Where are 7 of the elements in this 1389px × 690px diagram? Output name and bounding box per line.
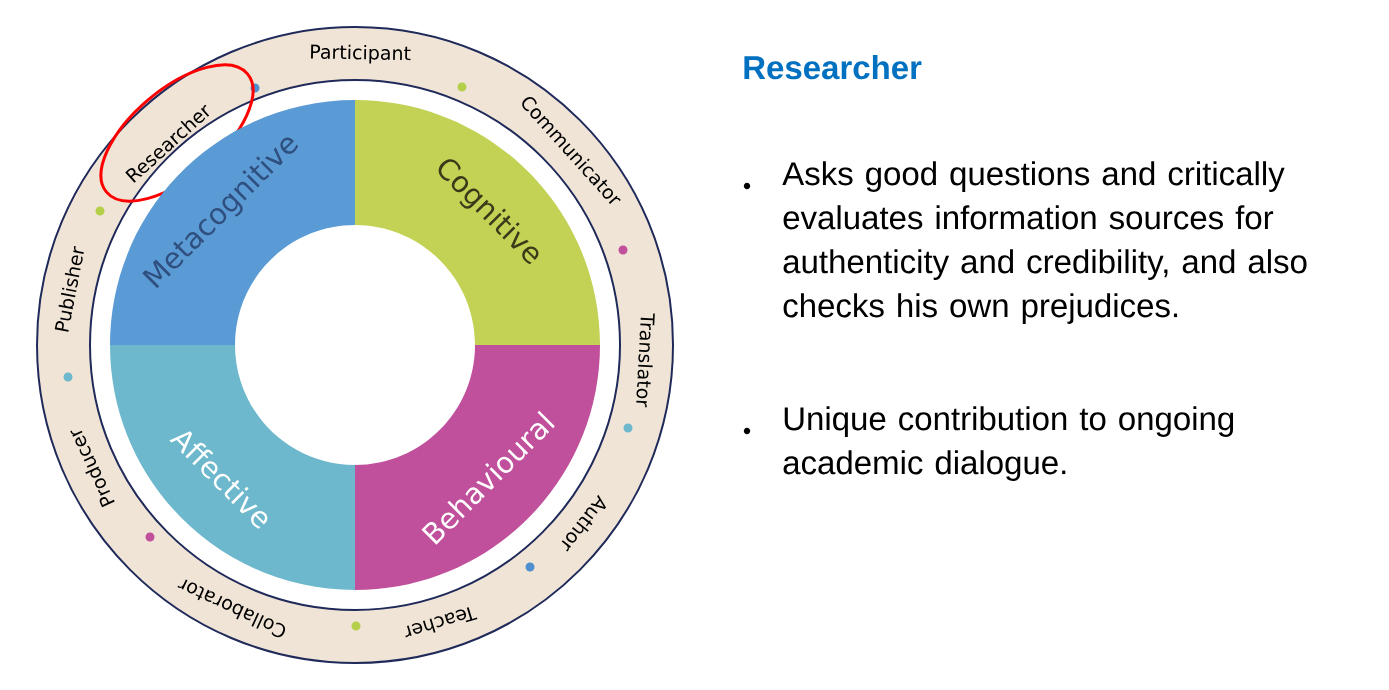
heading: Researcher (744, 55, 922, 80)
role-label: Translator (636, 313, 655, 408)
role-label: Publisher (54, 246, 84, 332)
bullet-text: Unique contribution to ongoing academic dialogue. (783, 406, 1234, 481)
bullet-text: Asks good questions and critically evaluates information sources for authenticity and credibility, and also checks his own prejudices. (782, 161, 1307, 324)
role-label: Participant (311, 44, 411, 64)
role-label: Teacher (405, 607, 478, 638)
